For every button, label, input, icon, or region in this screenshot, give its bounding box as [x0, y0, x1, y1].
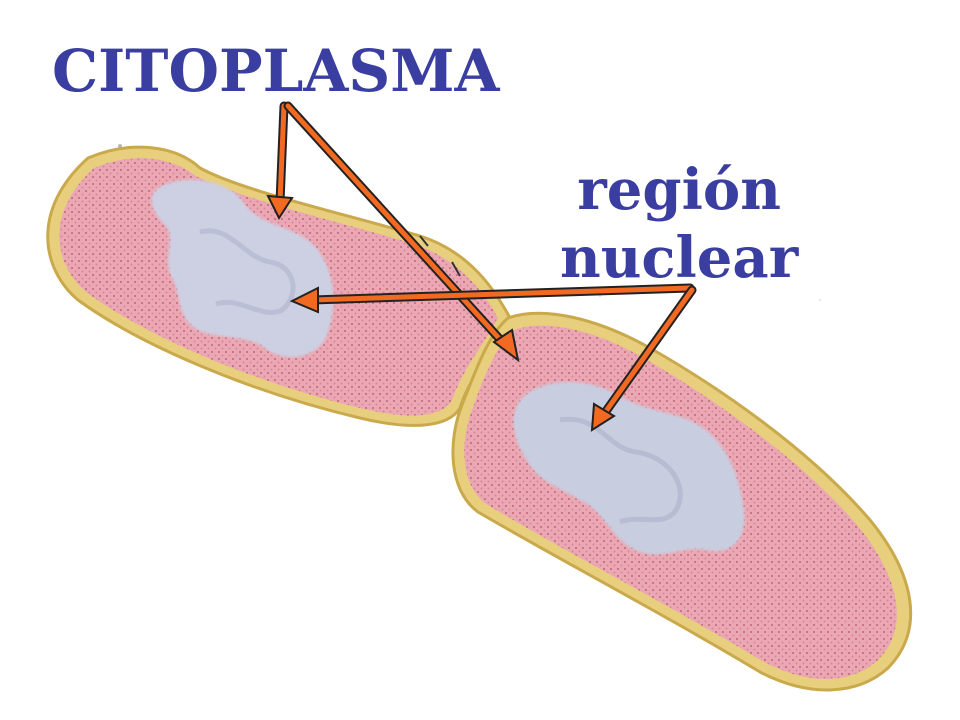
nuclear-region-label: región nuclear: [560, 156, 798, 293]
arrows: [266, 101, 697, 432]
nuclear-arrow-left: [289, 283, 695, 314]
septum-marks: [419, 235, 461, 277]
nuclear-region-label-line2: nuclear: [560, 225, 799, 292]
cytoplasm-arrow-left: [266, 101, 294, 221]
right-nucleoid: [513, 382, 745, 555]
nuclear-arrow-right: [590, 285, 697, 432]
nuclear-region-label-line1: región: [577, 157, 781, 223]
left-cell: [46, 145, 512, 427]
right-cell: [451, 311, 913, 692]
left-nucleoid: [151, 179, 334, 358]
cytoplasm-label: CITOPLASMA: [52, 37, 500, 105]
cytoplasm-arrow-right: [283, 101, 520, 363]
